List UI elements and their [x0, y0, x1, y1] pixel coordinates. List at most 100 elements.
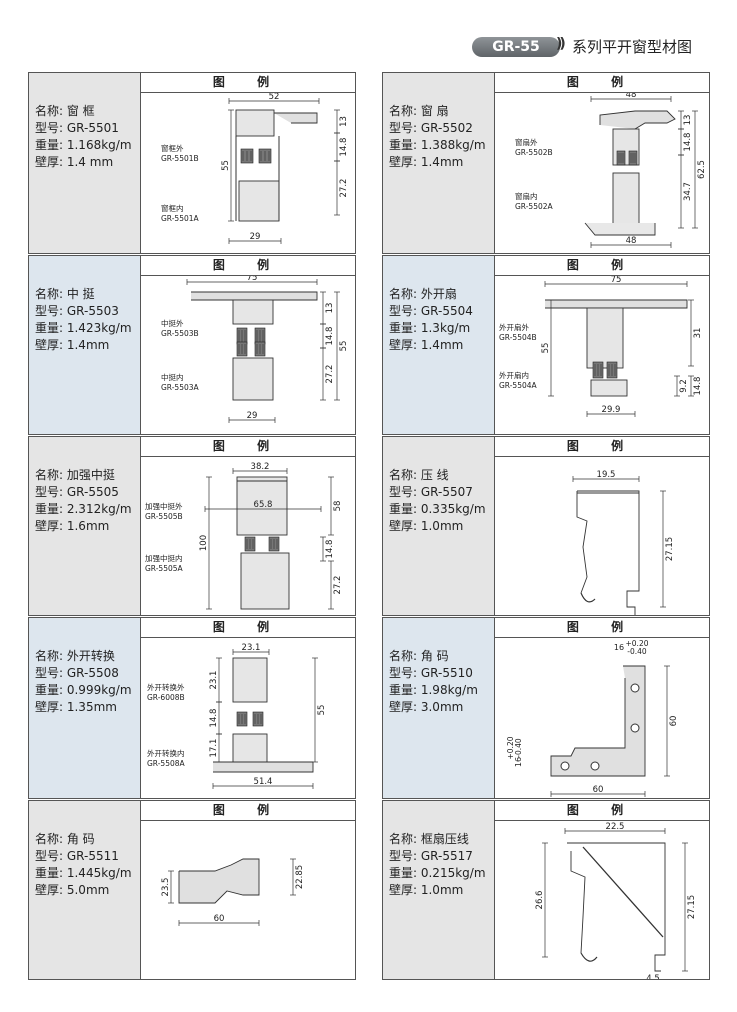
- field-value: 压 线: [420, 468, 449, 482]
- field-label: 重量:: [389, 138, 421, 152]
- profile-thickness: 壁厚: 3.0mm: [389, 699, 478, 716]
- field-value: 5.0mm: [66, 883, 110, 897]
- profile-thickness: 壁厚: 1.35mm: [35, 699, 132, 716]
- dimension-label: 55: [541, 343, 551, 354]
- callout-label: 加强中挺内: [145, 553, 183, 563]
- field-label: 名称:: [35, 287, 67, 301]
- callout-label: 窗扇内: [515, 191, 538, 201]
- callout-label: 外开扇外: [499, 322, 529, 332]
- callout-label: GR-5504A: [499, 381, 538, 390]
- profile-drawing: 图 例19.527.154.5: [494, 437, 709, 615]
- callout-label: 窗框内: [161, 203, 184, 213]
- field-value: GR-5503: [66, 304, 119, 318]
- profile-thickness: 壁厚: 1.4mm: [35, 337, 132, 354]
- dimension-label: +0.20: [626, 639, 649, 648]
- field-label: 重量:: [35, 866, 67, 880]
- dimension-label: 27.2: [339, 179, 349, 198]
- field-value: 2.312kg/m: [66, 502, 132, 516]
- dimension-label: 62.5: [697, 160, 707, 179]
- profile-thickness: 壁厚: 1.0mm: [389, 882, 486, 899]
- profile-name: 名称: 加强中挺: [35, 467, 132, 484]
- dimension-label: 14.8: [683, 133, 693, 152]
- field-label: 壁厚:: [35, 338, 67, 352]
- field-value: 角 码: [66, 832, 95, 846]
- dimension-label: 16: [614, 643, 624, 652]
- dimension-label: 38.2: [251, 462, 270, 472]
- dimension-label: 27.2: [325, 365, 335, 384]
- field-value: 外开扇: [420, 287, 457, 301]
- field-value: 1.0mm: [420, 883, 464, 897]
- profile-name: 名称: 框扇压线: [389, 831, 486, 848]
- field-label: 重量:: [389, 683, 421, 697]
- dimension-label: 23.1: [209, 671, 219, 690]
- field-value: 角 码: [420, 649, 449, 663]
- dimension-label: 14.8: [339, 138, 349, 157]
- dimension-label: 60: [669, 716, 679, 727]
- profile-weight: 重量: 1.98kg/m: [389, 682, 478, 699]
- field-label: 重量:: [35, 321, 67, 335]
- callout-label: GR-5502B: [515, 148, 553, 157]
- field-value: 1.445kg/m: [66, 866, 132, 880]
- field-label: 重量:: [35, 683, 67, 697]
- dimension-label: 26.6: [535, 891, 545, 910]
- callout-label: 窗框外: [161, 143, 184, 153]
- field-value: 1.388kg/m: [420, 138, 486, 152]
- callout-label: 窗扇外: [515, 137, 538, 147]
- legend-heading: 图 例: [495, 73, 709, 93]
- field-value: 框扇压线: [420, 832, 469, 846]
- profile-model: 型号: GR-5507: [389, 484, 486, 501]
- field-label: 名称:: [389, 649, 421, 663]
- dimension-label: 13: [683, 115, 693, 126]
- dimension-label: 48: [626, 93, 637, 100]
- field-value: 1.3kg/m: [420, 321, 471, 335]
- field-label: 型号:: [389, 304, 421, 318]
- dimension-label: 14.8: [325, 540, 335, 559]
- field-value: 0.335kg/m: [420, 502, 486, 516]
- callout-label: GR-5504B: [499, 333, 537, 342]
- field-value: 3.0mm: [420, 700, 464, 714]
- dimension-label: 14.8: [209, 709, 219, 728]
- field-value: 1.0mm: [420, 519, 464, 533]
- field-label: 名称:: [35, 104, 67, 118]
- profile-name: 名称: 窗 扇: [389, 103, 486, 120]
- dimension-label: 52: [269, 93, 280, 102]
- dimension-label: 29.9: [602, 405, 621, 415]
- profile-name: 名称: 外开转换: [35, 648, 132, 665]
- field-label: 名称:: [389, 287, 421, 301]
- legend-heading: 图 例: [141, 618, 355, 638]
- page-title: 系列平开窗型材图: [572, 38, 693, 56]
- field-value: 0.215kg/m: [420, 866, 486, 880]
- dimension-label: 27.15: [687, 895, 697, 919]
- field-label: 型号:: [35, 849, 67, 863]
- dimension-label: 60: [593, 785, 604, 795]
- legend-heading: 图 例: [141, 801, 355, 821]
- dimension-label: 23.1: [242, 643, 261, 653]
- dimension-label: 48: [626, 236, 637, 246]
- profile-cross-section-diagram: 38.265.85810014.827.248加强中挺外GR-5505B加强中挺…: [145, 462, 343, 610]
- dimension-label: 75: [611, 276, 622, 285]
- field-label: 重量:: [35, 138, 67, 152]
- callout-label: GR-5505A: [145, 564, 184, 573]
- dimension-label: 29: [247, 411, 258, 421]
- field-value: 中 挺: [66, 287, 95, 301]
- field-value: 1.4mm: [66, 338, 110, 352]
- dimension-label: 58: [333, 501, 343, 512]
- dimension-label: +0.20: [506, 736, 515, 759]
- profile-name: 名称: 窗 框: [35, 103, 132, 120]
- profile-thickness: 壁厚: 1.4mm: [389, 154, 486, 171]
- field-value: 外开转换: [66, 649, 115, 663]
- callout-label: GR-5502A: [515, 202, 554, 211]
- field-label: 壁厚:: [389, 338, 421, 352]
- field-label: 重量:: [389, 502, 421, 516]
- profile-model: 型号: GR-5511: [35, 848, 132, 865]
- profile-model: 型号: GR-5504: [389, 303, 473, 320]
